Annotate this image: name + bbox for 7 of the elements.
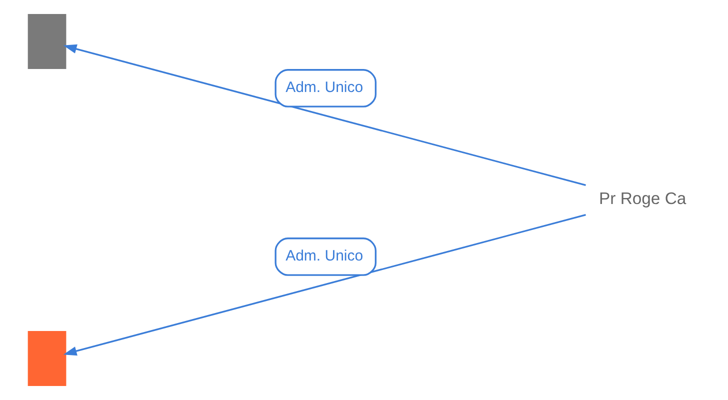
node-building	[28, 330, 66, 386]
edge-label: Adm. Unico	[286, 78, 364, 96]
node-text: Pr Roge Ca	[599, 189, 686, 208]
edge-label: Adm. Unico	[286, 247, 364, 264]
arrow	[63, 44, 586, 186]
arrow	[63, 214, 586, 356]
node-building	[28, 14, 66, 70]
